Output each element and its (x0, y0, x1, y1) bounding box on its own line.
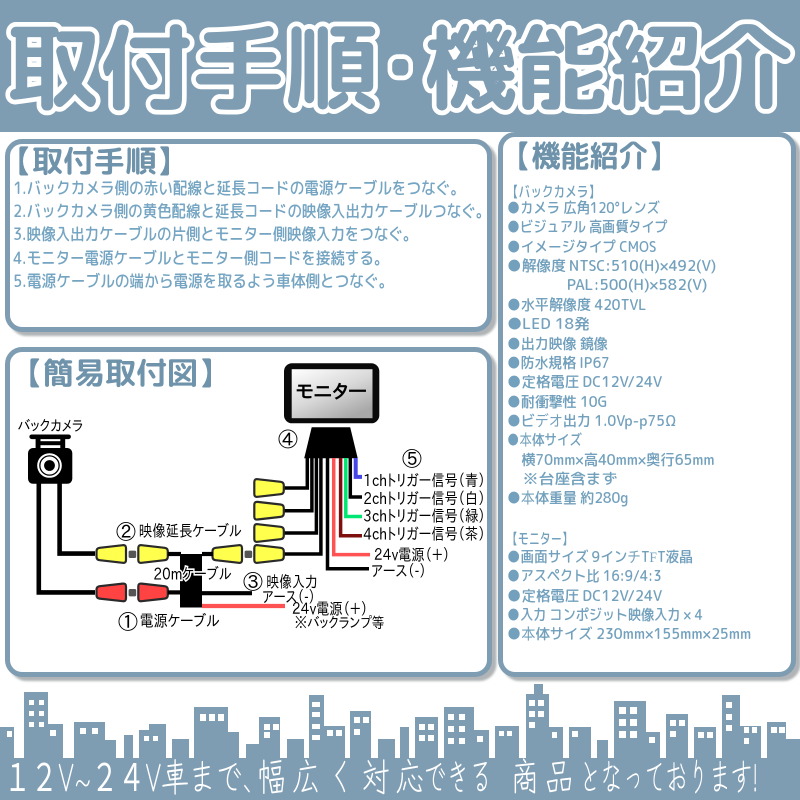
svg-text:4chトリガー信号（茶）: 4chトリガー信号（茶） (364, 526, 486, 542)
svg-text:①: ① (118, 612, 138, 632)
svg-text:２４v電源（＋）: ２４v電源（＋） (292, 601, 368, 617)
svg-text:1chトリガー信号（青）: 1chトリガー信号（青） (364, 472, 486, 488)
svg-text:⑤: ⑤ (402, 449, 422, 469)
svg-text:④: ④ (278, 430, 298, 450)
svg-text:アース（-）: アース（-） (372, 563, 427, 579)
svg-text:2chトリガー信号（白）: 2chトリガー信号（白） (364, 490, 486, 506)
svg-text:２４v電源（＋）: ２４v電源（＋） (374, 547, 450, 563)
svg-text:③: ③ (243, 572, 263, 592)
svg-text:②: ② (116, 522, 136, 542)
svg-text:※バックランプ等: ※バックランプ等 (295, 615, 385, 630)
svg-text:3chトリガー信号（緑）: 3chトリガー信号（緑） (364, 508, 486, 524)
svg-text:バックカメラ: バックカメラ (18, 418, 84, 433)
svg-text:映像延長ケーブル: 映像延長ケーブル (139, 523, 242, 539)
svg-text:取付手順・機能紹介: 取付手順・機能紹介 (7, 0, 794, 132)
svg-text:映像入力: 映像入力 (267, 574, 318, 590)
svg-text:アース（-）: アース（-） (263, 589, 316, 605)
svg-text:電源ケーブル: 電源ケーブル (140, 612, 221, 628)
svg-text:モニター: モニター (296, 382, 367, 401)
svg-text:20mケーブル: 20mケーブル (154, 566, 233, 582)
